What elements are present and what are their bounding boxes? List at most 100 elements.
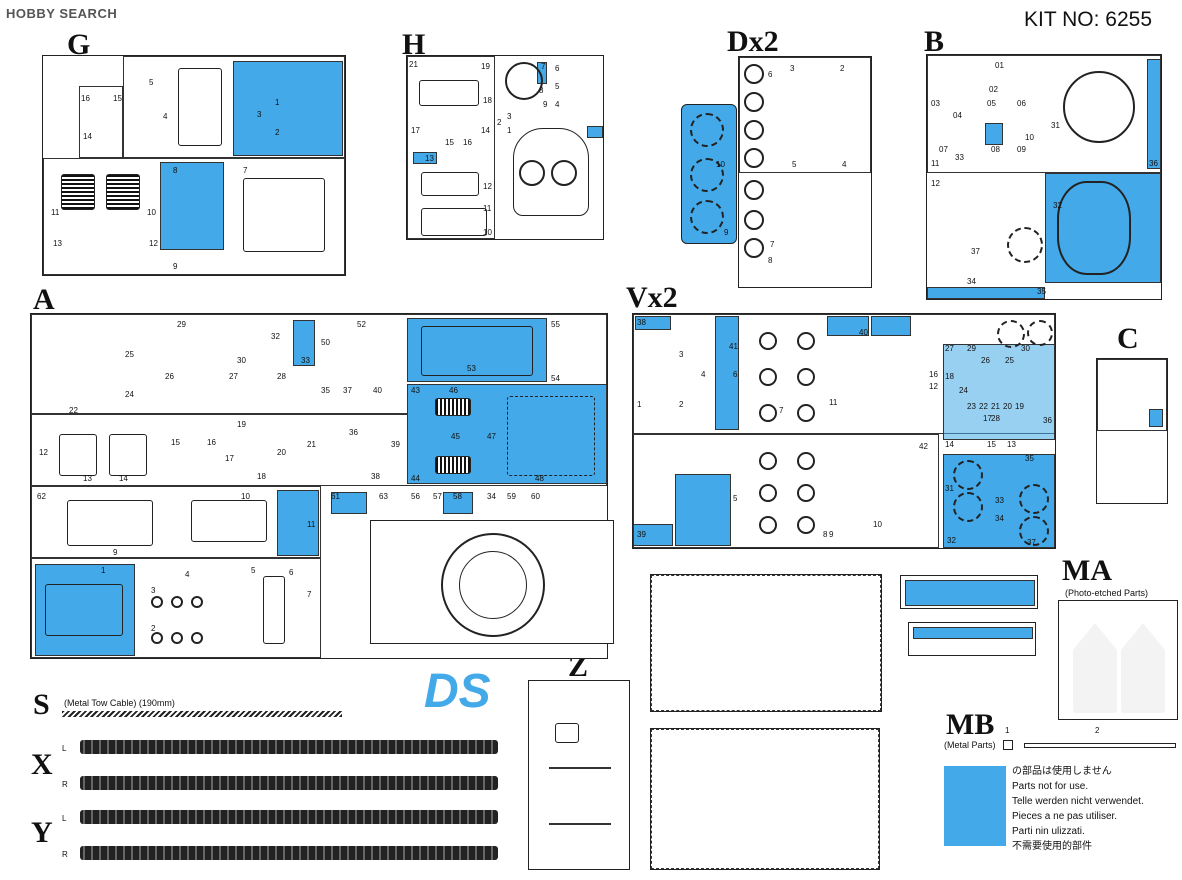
part-number: 12 xyxy=(931,179,940,188)
part-number: 7 xyxy=(243,166,248,175)
v-sprocket xyxy=(1019,516,1049,546)
legend-swatch xyxy=(944,766,1006,846)
g-frame-upper xyxy=(123,56,345,158)
part-number: 14 xyxy=(481,126,490,135)
part-number: 4 xyxy=(842,160,847,169)
sprue-g: 16 15 14 13 5 4 3 2 1 11 10 12 8 9 7 xyxy=(42,55,346,276)
mb-subtitle: (Metal Parts) xyxy=(944,740,996,750)
v-road-wheel xyxy=(759,516,777,534)
part-number: 36 xyxy=(349,428,358,437)
part-number: 44 xyxy=(411,474,420,483)
part-number: 4 xyxy=(555,100,560,109)
part-number: 07 xyxy=(939,145,948,154)
legend-line: の部品は使用しません xyxy=(1012,766,1112,777)
d-sprocket xyxy=(690,113,724,147)
part-number: 12 xyxy=(39,448,48,457)
part-number: 15 xyxy=(113,94,122,103)
hull-turret-ring-inner xyxy=(459,551,527,619)
part-number: 5 xyxy=(792,160,797,169)
part-number: 10 xyxy=(483,228,492,237)
sprue-ma xyxy=(1058,600,1178,720)
part-number: 24 xyxy=(959,386,968,395)
part-number: 16 xyxy=(463,138,472,147)
h-panel xyxy=(419,80,479,106)
part-number: 39 xyxy=(637,530,646,539)
part-number: 3 xyxy=(679,350,684,359)
part-number: 2 xyxy=(151,624,156,633)
part-number: 42 xyxy=(919,442,928,451)
sprue-label-a: A xyxy=(33,283,55,316)
sprue-label-c: C xyxy=(1117,322,1139,355)
part-number: 11 xyxy=(931,159,940,168)
h-frame-left xyxy=(407,56,495,239)
part-number: 57 xyxy=(433,492,442,501)
part-number: 32 xyxy=(947,536,956,545)
a-grille xyxy=(435,398,471,416)
part-number: 18 xyxy=(483,96,492,105)
part-number: 10 xyxy=(1025,133,1034,142)
a-frame-row4 xyxy=(31,558,321,658)
part-number: 13 xyxy=(1007,440,1016,449)
part-number: 31 xyxy=(1051,121,1060,130)
v-road-wheel xyxy=(797,452,815,470)
part-number: 17 xyxy=(983,414,992,423)
part-number: 34 xyxy=(995,514,1004,523)
part-number: 06 xyxy=(1017,99,1026,108)
v-road-wheel xyxy=(759,368,777,386)
a-panel xyxy=(67,500,153,546)
part-number: 47 xyxy=(487,432,496,441)
part-number: 20 xyxy=(1003,402,1012,411)
part-number: 8 xyxy=(768,256,773,265)
sprue-pe-small xyxy=(900,575,1038,609)
sprue-label-s: S xyxy=(33,688,50,721)
part-number: 13 xyxy=(83,474,92,483)
v-sprocket xyxy=(1027,320,1053,346)
part-number: 30 xyxy=(1021,344,1030,353)
part-number: 21 xyxy=(409,60,418,69)
part-number: 7 xyxy=(770,240,775,249)
clear-frame xyxy=(651,575,881,711)
b-unused-part xyxy=(1147,59,1161,169)
v-road-wheel xyxy=(797,484,815,502)
part-number: 28 xyxy=(277,372,286,381)
legend-line: 不需要使用的部件 xyxy=(1012,841,1092,852)
ma-fret xyxy=(1121,623,1165,713)
g-panel xyxy=(243,178,325,252)
part-number: 15 xyxy=(987,440,996,449)
track-y-left xyxy=(80,810,498,824)
part-number: 29 xyxy=(177,320,186,329)
part-number: 20 xyxy=(277,448,286,457)
part-number: 5 xyxy=(251,566,256,575)
g-grille xyxy=(61,174,95,210)
a-wheel xyxy=(151,596,163,608)
part-number: 22 xyxy=(69,406,78,415)
part-number: 6 xyxy=(733,370,738,379)
mb-part-2 xyxy=(1024,743,1176,748)
part-number: 21 xyxy=(991,402,1000,411)
part-number: 7 xyxy=(779,406,784,415)
clear-frame xyxy=(651,729,879,869)
part-number: 19 xyxy=(481,62,490,71)
legend-text: の部品は使用しません Parts not for use. Telle werd… xyxy=(1012,764,1144,854)
part-number: 10 xyxy=(241,492,250,501)
d-road-wheel xyxy=(744,180,764,200)
sprue-label-z: Z xyxy=(568,650,589,683)
a-unused-part xyxy=(35,564,135,656)
part-number: 6 xyxy=(768,70,773,79)
mb-part-1 xyxy=(1003,740,1013,750)
d-sprocket xyxy=(690,158,724,192)
a-panel xyxy=(109,434,147,476)
d-road-wheel xyxy=(744,238,764,258)
part-number: 3 xyxy=(507,112,512,121)
part-number: 33 xyxy=(955,153,964,162)
part-number: 63 xyxy=(379,492,388,501)
pe-unused-part xyxy=(913,627,1033,639)
a-grille xyxy=(435,456,471,474)
d-sprocket xyxy=(690,200,724,234)
part-number: 11 xyxy=(829,398,838,407)
a-engine-deck xyxy=(507,396,595,476)
part-number: 10 xyxy=(873,520,882,529)
part-number: 13 xyxy=(425,154,434,163)
part-number: 2 xyxy=(275,128,280,137)
h-unused-part xyxy=(587,126,603,138)
